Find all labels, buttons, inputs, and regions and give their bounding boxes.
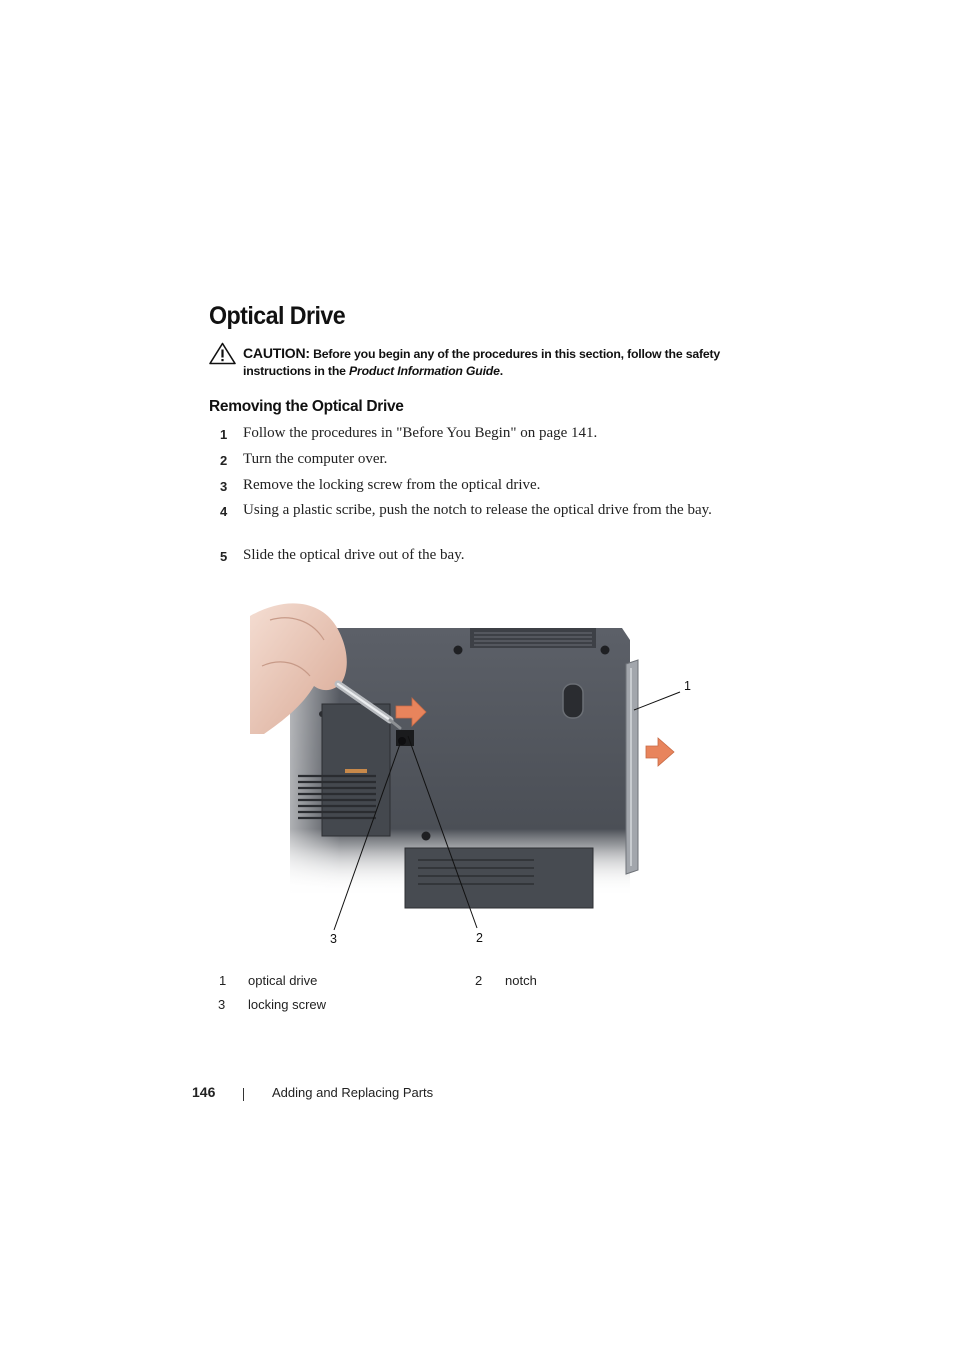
step-text: Turn the computer over. — [243, 451, 388, 467]
callout-2: 2 — [476, 931, 483, 945]
push-arrow-icon — [395, 697, 427, 727]
caution-end: . — [499, 364, 503, 378]
callout-3: 3 — [330, 932, 337, 946]
slide-out-arrow-icon — [645, 737, 675, 767]
leader-line-3 — [333, 743, 401, 931]
legend-label: notch — [505, 973, 537, 988]
page-number: 146 — [192, 1084, 216, 1100]
legend-number: 1 — [219, 973, 227, 988]
rubber-foot — [453, 645, 463, 655]
legend-number: 2 — [475, 973, 483, 988]
legend-number: 3 — [218, 997, 226, 1012]
optical-drive — [625, 659, 639, 875]
step-number: 2 — [220, 453, 228, 468]
step-number: 5 — [220, 549, 228, 564]
step-text: Using a plastic scribe, push the notch t… — [243, 502, 712, 518]
procedure-steps: 1 Follow the procedures in "Before You B… — [209, 424, 729, 568]
step-number: 4 — [220, 504, 228, 519]
leader-line-2 — [407, 735, 478, 929]
step-number: 3 — [220, 479, 228, 494]
footer-separator — [243, 1088, 244, 1101]
caution-doc-name: Product Information Guide — [349, 364, 500, 378]
footer-section-title: Adding and Replacing Parts — [272, 1085, 434, 1100]
caution-triangle-icon — [209, 342, 236, 365]
rubber-foot — [600, 645, 610, 655]
plastic-scribe — [334, 680, 402, 730]
step-number: 1 — [220, 427, 228, 442]
hand — [250, 603, 347, 734]
leader-line-1 — [633, 691, 681, 711]
step-item: 1 Follow the procedures in "Before You B… — [209, 424, 729, 450]
step-item: 3 Remove the locking screw from the opti… — [209, 476, 729, 501]
optical-drive-illustration — [250, 603, 710, 952]
step-text: Follow the procedures in "Before You Beg… — [243, 425, 598, 441]
release-latch — [562, 683, 584, 719]
step-text: Slide the optical drive out of the bay. — [243, 547, 465, 563]
memory-cover — [404, 847, 594, 909]
legend-label: optical drive — [248, 973, 318, 988]
caution-label: CAUTION: — [243, 345, 310, 361]
caution-note: CAUTION: Before you begin any of the pro… — [243, 345, 723, 380]
callout-1: 1 — [684, 679, 691, 693]
section-heading: Removing the Optical Drive — [209, 398, 404, 415]
step-item: 5 Slide the optical drive out of the bay… — [209, 546, 729, 568]
rubber-foot — [421, 831, 431, 841]
step-text: Remove the locking screw from the optica… — [243, 477, 541, 493]
step-item: 2 Turn the computer over. — [209, 450, 729, 476]
page-title: Optical Drive — [209, 302, 346, 330]
caution-text: Before you begin any of the procedures i… — [243, 347, 721, 378]
step-item: 4 Using a plastic scribe, push the notch… — [209, 501, 729, 546]
locking-screw — [398, 737, 406, 745]
legend-label: locking screw — [248, 997, 327, 1012]
